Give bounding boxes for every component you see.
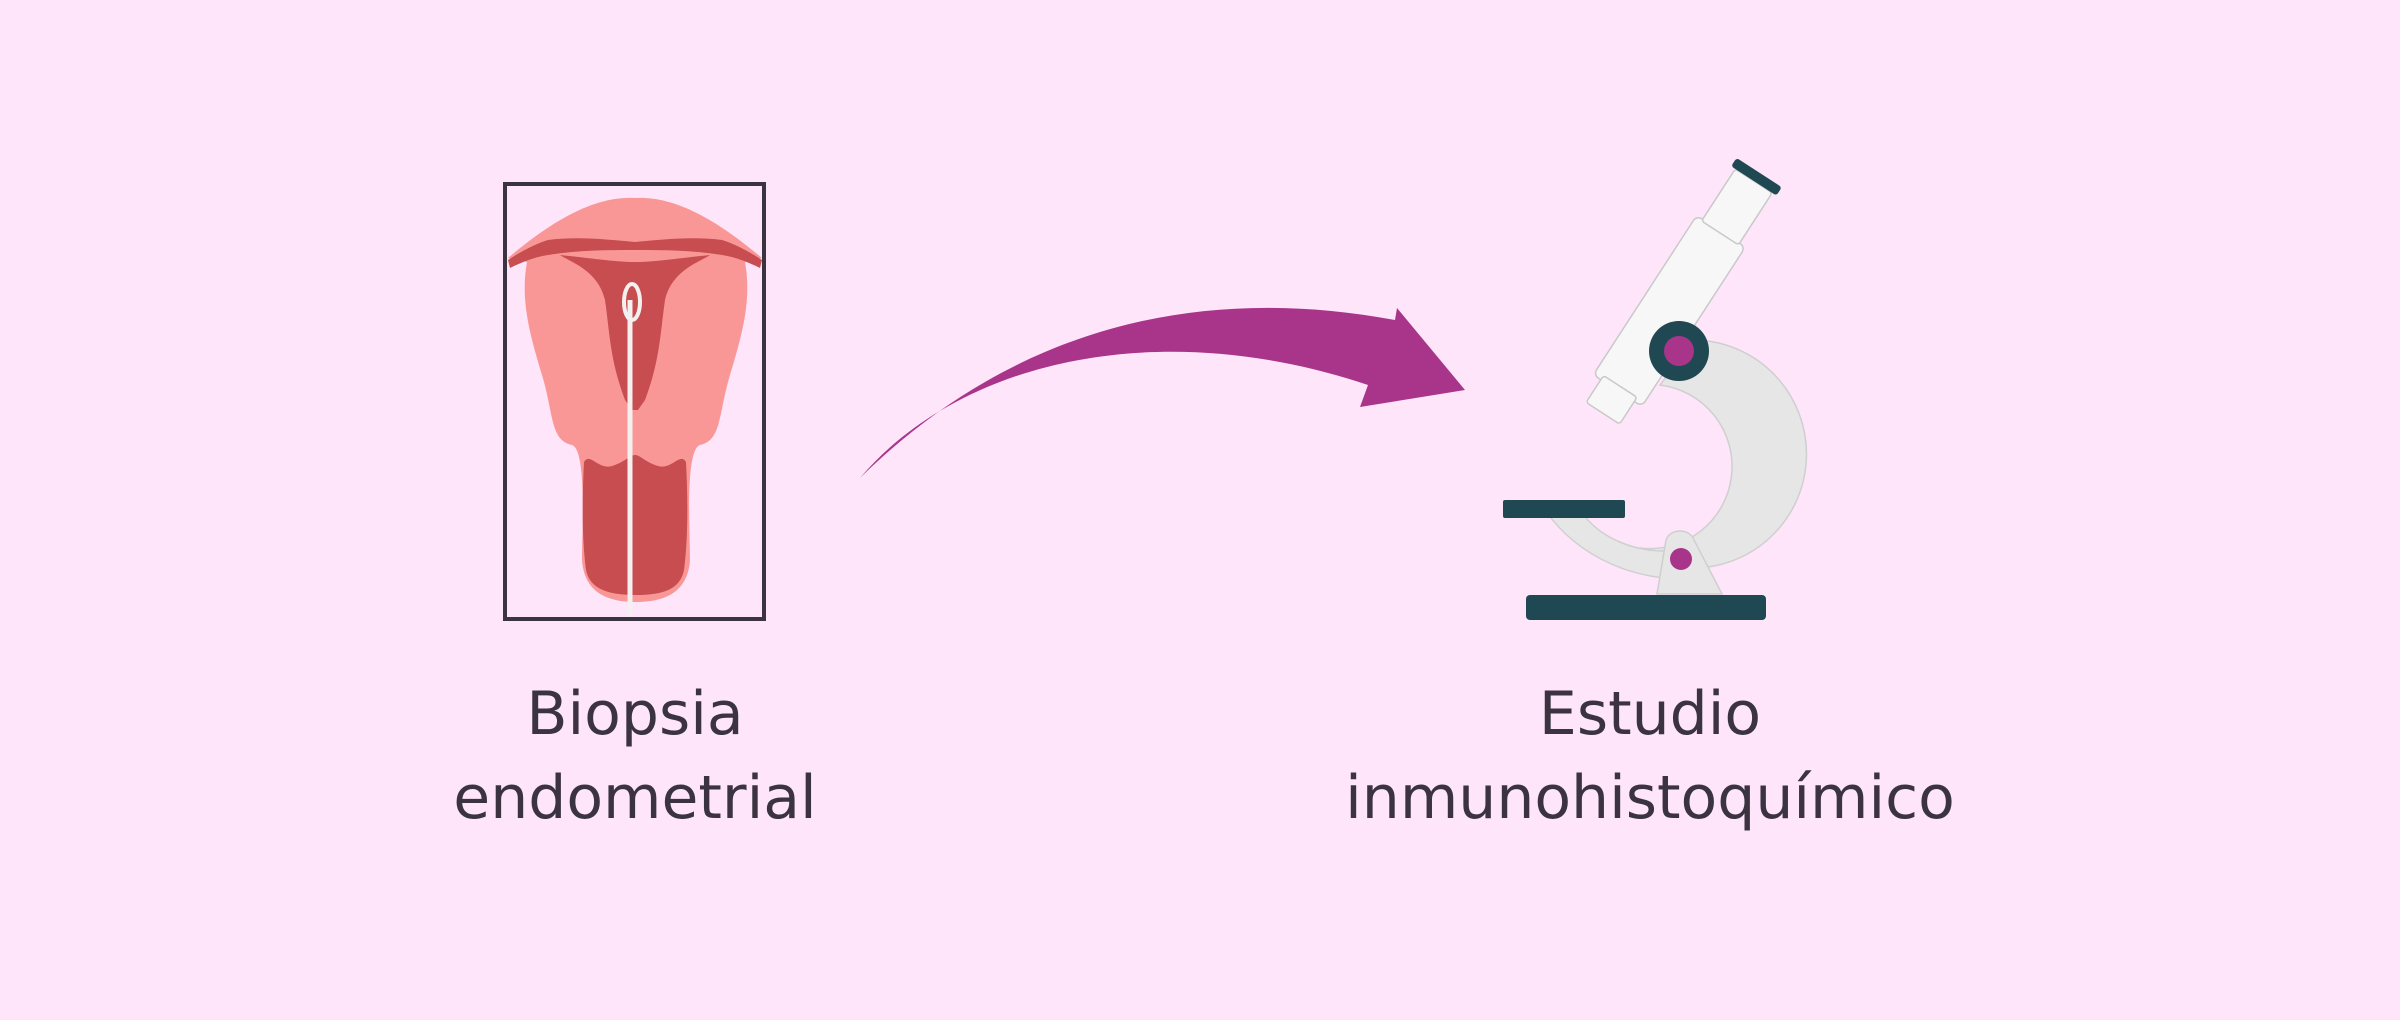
arrow-body: [860, 307, 1465, 478]
uterus-biopsy-icon: [503, 182, 766, 621]
eyepiece: [1701, 169, 1772, 245]
uterine-cavity: [560, 255, 710, 410]
microscope-base: [1526, 595, 1766, 620]
eyepiece-cap: [1732, 159, 1781, 195]
step-label-line: Estudio: [1538, 679, 1762, 749]
objective-lens: [1586, 375, 1637, 424]
adjustment-knob-center: [1664, 336, 1694, 366]
focus-knob: [1670, 548, 1692, 570]
step-label-biopsy: Biopsia endometrial: [385, 672, 885, 840]
step-label-line: inmunohistoquímico: [1345, 763, 1955, 833]
microscope-icon: [1503, 159, 1808, 620]
cervical-canal: [582, 455, 688, 595]
cannula-tip: [622, 282, 642, 322]
curved-arrow-icon: [860, 307, 1465, 478]
step-label-line: endometrial: [453, 763, 817, 833]
fallopian-tubes: [508, 238, 762, 268]
step-label-immunohistochemistry: Estudio inmunohistoquímico: [1290, 672, 2010, 840]
microscope-stage: [1503, 500, 1625, 518]
uterus-frame: [503, 182, 766, 621]
step-label-line: Biopsia: [526, 679, 744, 749]
